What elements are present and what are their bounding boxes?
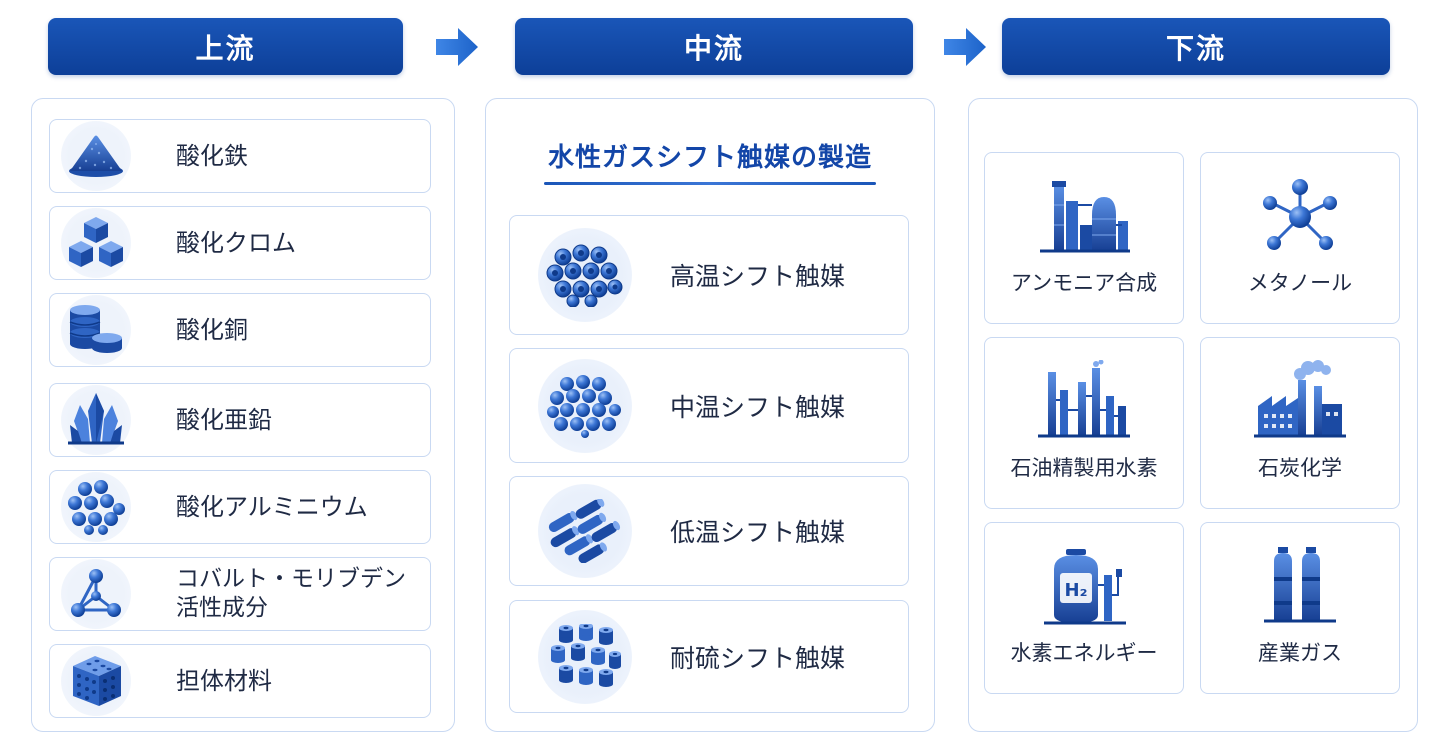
cubes-icon — [69, 217, 123, 267]
stage-header-midstream: 中流 — [515, 18, 913, 75]
midstream-item-low-temp: 低温シフト触媒 — [509, 476, 909, 586]
midstream-title: 水性ガスシフト触媒の製造 — [547, 143, 872, 173]
refinery-icon — [1038, 360, 1130, 438]
downstream-item-label: 石炭化学 — [1258, 456, 1342, 480]
midstream-item-medium-temp: 中温シフト触媒 — [509, 348, 909, 463]
downstream-item-label: 水素エネルギー — [1010, 641, 1158, 665]
downstream-item-hydrogen-energy: H₂ 水素エネルギー — [984, 522, 1184, 694]
upstream-item-chromium-oxide: 酸化クロム — [49, 206, 431, 280]
upstream-item-support-material: 担体材料 — [49, 644, 431, 718]
downstream-item-label: 産業ガス — [1258, 641, 1342, 665]
downstream-item-coal-chemical: 石炭化学 — [1200, 337, 1400, 509]
chemical-plant-icon — [1040, 181, 1130, 253]
stage-header-downstream: 下流 — [1002, 18, 1390, 75]
upstream-item-aluminum-oxide: 酸化アルミニウム — [49, 470, 431, 544]
midstream-item-label: 低温シフト触媒 — [670, 518, 846, 547]
upstream-item-iron-oxide: 酸化鉄 — [49, 119, 431, 193]
gas-cylinders-icon — [1264, 547, 1336, 623]
midstream-item-sulfur-tolerant: 耐硫シフト触媒 — [509, 600, 909, 713]
downstream-item-label: 石油精製用水素 — [1010, 456, 1158, 480]
sphere-cluster-icon — [68, 480, 125, 535]
arrow-right-icon — [944, 28, 986, 66]
upstream-item-zinc-oxide: 酸化亜鉛 — [49, 383, 431, 457]
downstream-item-refinery-hydrogen: 石油精製用水素 — [984, 337, 1184, 509]
crystal-icon — [68, 393, 124, 445]
downstream-item-label: アンモニア合成 — [1010, 271, 1158, 295]
porous-block-icon — [73, 656, 121, 706]
ring-pellets-icon — [546, 244, 623, 307]
powder-pile-icon — [69, 135, 123, 177]
molecule-icon — [71, 569, 121, 617]
stage-header-upstream: 上流 — [48, 18, 403, 75]
upstream-item-label-line2: 活性成分 — [176, 595, 268, 621]
downstream-item-label: メタノール — [1247, 271, 1353, 295]
hydrogen-tank-icon: H₂ — [1044, 549, 1126, 625]
downstream-item-industrial-gas: 産業ガス — [1200, 522, 1400, 694]
upstream-panel: 酸化鉄 酸化クロム — [31, 98, 455, 732]
title-underline — [544, 182, 876, 185]
midstream-item-high-temp: 高温シフト触媒 — [509, 215, 909, 335]
molecule-icon — [1263, 179, 1337, 250]
cylinder-pellets-icon — [548, 499, 621, 563]
sphere-pellets-icon — [547, 374, 621, 438]
upstream-item-label: 酸化アルミニウム — [176, 493, 368, 521]
downstream-item-methanol: メタノール — [1200, 152, 1400, 324]
midstream-item-label: 高温シフト触媒 — [670, 262, 846, 291]
upstream-item-label: 担体材料 — [176, 667, 272, 695]
upstream-item-cobalt-molybdenum: コバルト・モリブデン 活性成分 — [49, 557, 431, 631]
upstream-item-label: 酸化クロム — [176, 229, 296, 257]
hollow-cylinder-pellets-icon — [551, 623, 621, 687]
midstream-panel: 水性ガスシフト触媒の製造 — [485, 98, 935, 732]
factory-icon — [1254, 360, 1346, 438]
upstream-item-label: 酸化鉄 — [176, 142, 248, 170]
coin-stack-icon — [69, 305, 122, 353]
midstream-item-label: 耐硫シフト触媒 — [670, 643, 846, 673]
upstream-item-copper-oxide: 酸化銅 — [49, 293, 431, 367]
downstream-panel: アンモニア合成 メタノール — [968, 98, 1418, 732]
downstream-item-ammonia: アンモニア合成 — [984, 152, 1184, 324]
upstream-item-label: 酸化亜鉛 — [176, 406, 272, 434]
upstream-item-label: コバルト・モリブデン — [176, 566, 406, 592]
arrow-right-icon — [436, 28, 478, 66]
upstream-item-label: 酸化銅 — [176, 316, 248, 344]
midstream-item-label: 中温シフト触媒 — [670, 392, 846, 422]
tank-h2-label: H₂ — [1065, 580, 1088, 601]
